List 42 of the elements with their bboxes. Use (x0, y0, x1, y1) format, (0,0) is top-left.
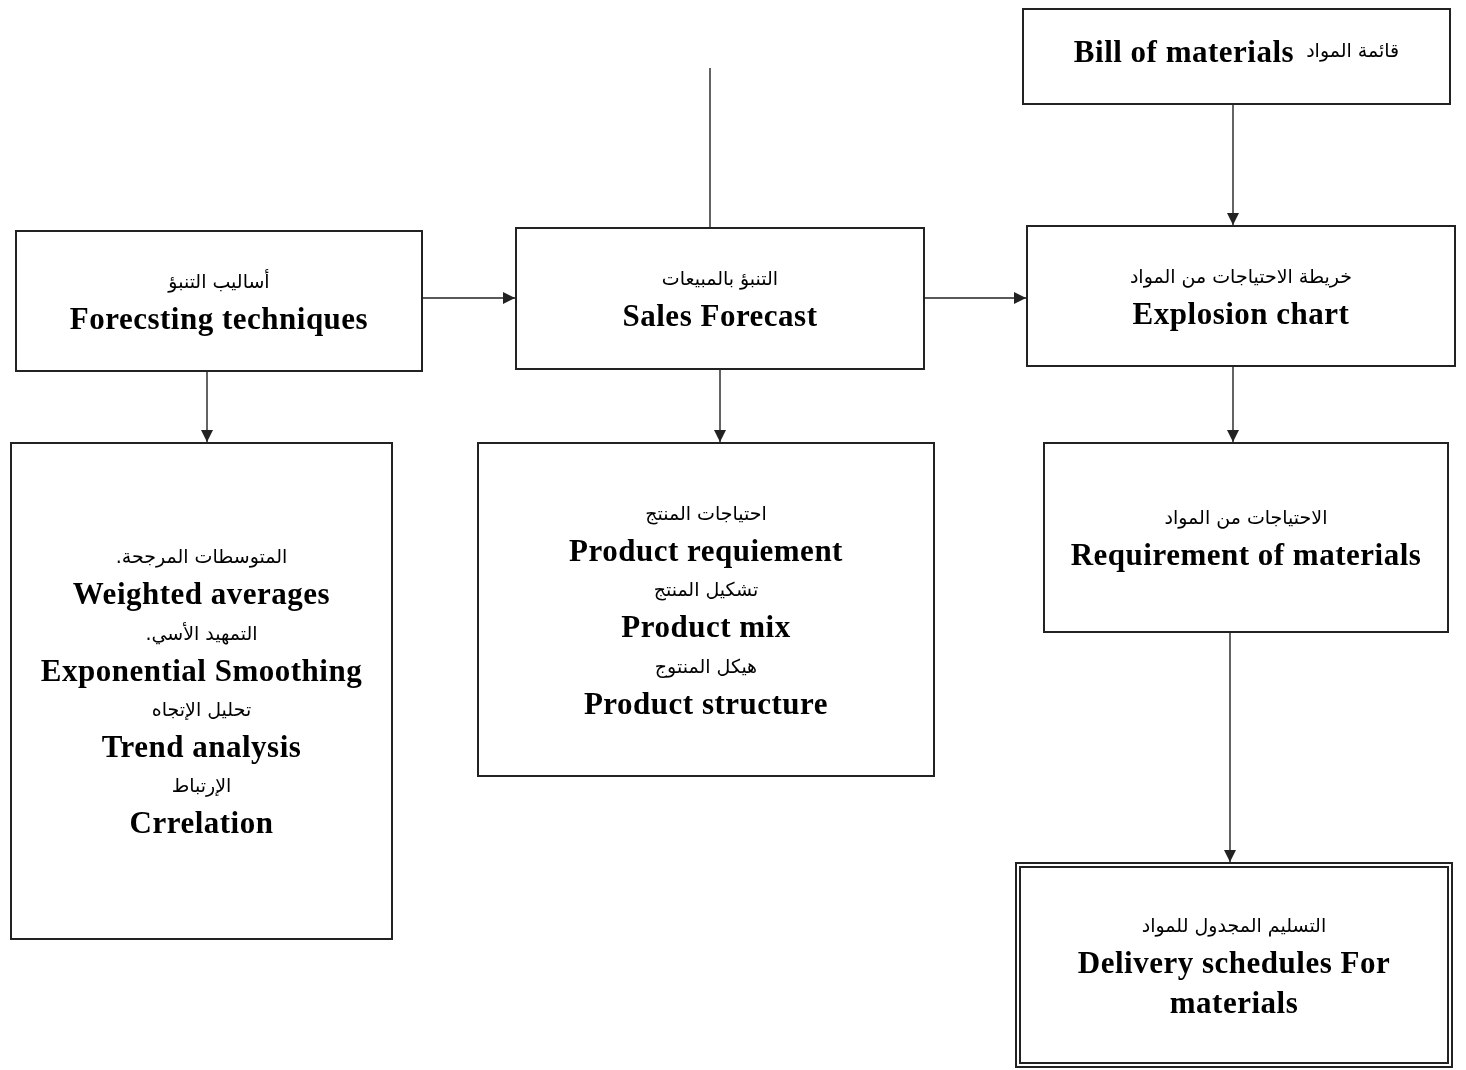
list-box (477, 442, 935, 777)
process-box (515, 227, 925, 370)
arabic-label: خريطة الاحتياجات من المواد (1129, 263, 1353, 290)
arabic-label: قائمة المواد (1306, 38, 1400, 64)
arrow (422, 292, 516, 304)
arabic-label: التسليم المجدول للمواد (1141, 912, 1327, 939)
process-box (1022, 8, 1451, 105)
arabic-label: التنبؤ بالمبيعات (661, 266, 779, 292)
arabic-label: الإرتباط (171, 773, 232, 799)
english-label: Forecsting techniques (69, 299, 369, 338)
arabic-label: المتوسطات المرجحة. (115, 544, 288, 570)
english-label: Crrelation (129, 804, 274, 843)
english-label: Product structure (583, 684, 829, 723)
english-label: Exponential Smoothing (40, 651, 363, 690)
english-label: Trend analysis (101, 728, 302, 767)
english-label: Bill of materials (1073, 33, 1295, 71)
arabic-label: الاحتياجات من المواد (1164, 505, 1328, 531)
english-label: Product mix (621, 608, 791, 647)
english-label: Requirement of materials (1070, 536, 1422, 575)
connector-line (709, 67, 711, 228)
arrow (924, 292, 1027, 304)
english-label: Product requiement (569, 532, 843, 570)
arabic-label: هيكل المنتوج (654, 653, 758, 680)
arrow (1224, 632, 1236, 863)
arrow (714, 369, 726, 443)
arabic-label: التمهيد الأسي. (145, 620, 258, 647)
arabic-label: أساليب التنبؤ (168, 268, 270, 295)
list-box (10, 442, 393, 940)
english-label: Delivery schedules For materials (1076, 943, 1392, 1023)
output-box (1015, 862, 1453, 1068)
process-box (1026, 225, 1456, 367)
arabic-label: احتياجات المنتج (645, 500, 767, 527)
process-box (1043, 442, 1449, 633)
arrow (1227, 366, 1239, 443)
english-label: Explosion chart (1132, 294, 1350, 333)
arrow (201, 371, 213, 443)
arabic-label: تشكيل المنتج (653, 577, 759, 603)
arabic-label: تحليل الإتجاه (151, 697, 252, 722)
process-box (15, 230, 423, 372)
arrow (1227, 104, 1239, 226)
english-label: Weighted averages (72, 575, 331, 614)
english-label: Sales Forecast (622, 297, 818, 336)
